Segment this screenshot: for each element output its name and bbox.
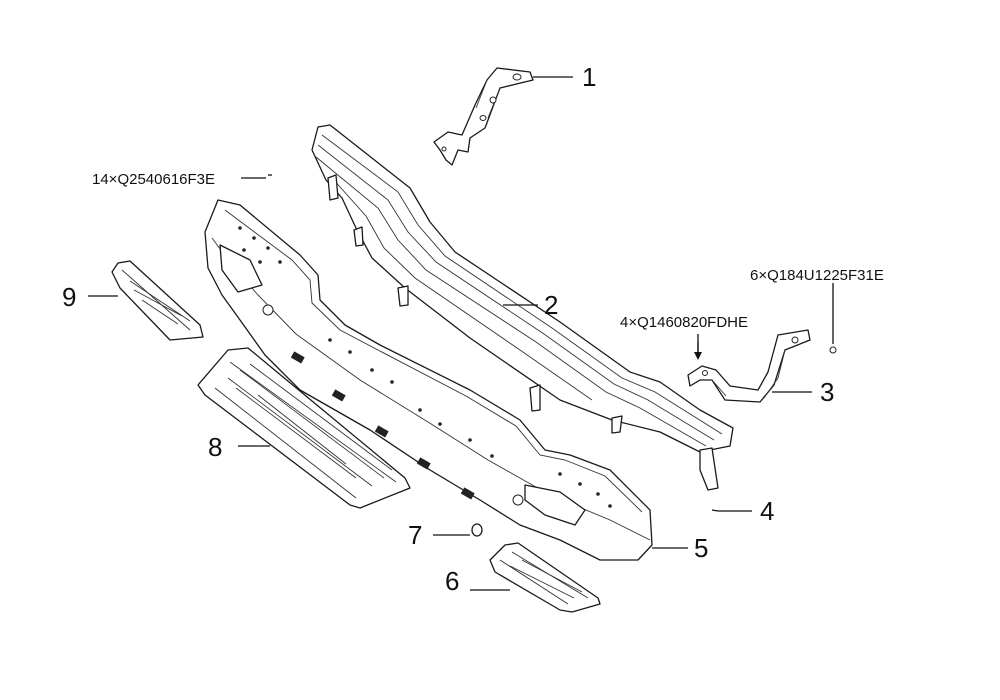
callout-6: 6 — [445, 566, 459, 596]
part-7-plug — [471, 523, 483, 537]
part-2-frame-rail — [311, 124, 734, 491]
leader-lines — [88, 76, 834, 591]
part-5-bumper — [204, 199, 653, 561]
fastener-label-3: 4×Q1460820FDHE — [620, 314, 748, 331]
fastener-label-2: 6×Q184U1225F31E — [750, 267, 884, 284]
fastener-labels: 14×Q2540616F3E 6×Q184U1225F31E 4×Q146082… — [92, 171, 884, 331]
fastener-label-1: 14×Q2540616F3E — [92, 171, 215, 188]
callout-2: 2 — [544, 290, 558, 320]
part-6-step-pad — [489, 542, 601, 613]
callout-7: 7 — [408, 520, 422, 550]
callout-numbers: 1 2 3 4 5 6 7 8 9 — [62, 62, 834, 596]
part-9-step-pad — [111, 260, 204, 341]
callout-3: 3 — [820, 377, 834, 407]
callout-9: 9 — [62, 282, 76, 312]
part-3-bracket — [687, 329, 811, 403]
callout-1: 1 — [582, 62, 596, 92]
part-1-bracket — [433, 67, 534, 166]
callout-5: 5 — [694, 533, 708, 563]
part-8-step-pad — [197, 347, 411, 509]
part-4-bolt — [711, 509, 719, 512]
callout-4: 4 — [760, 496, 774, 526]
callout-8: 8 — [208, 432, 222, 462]
